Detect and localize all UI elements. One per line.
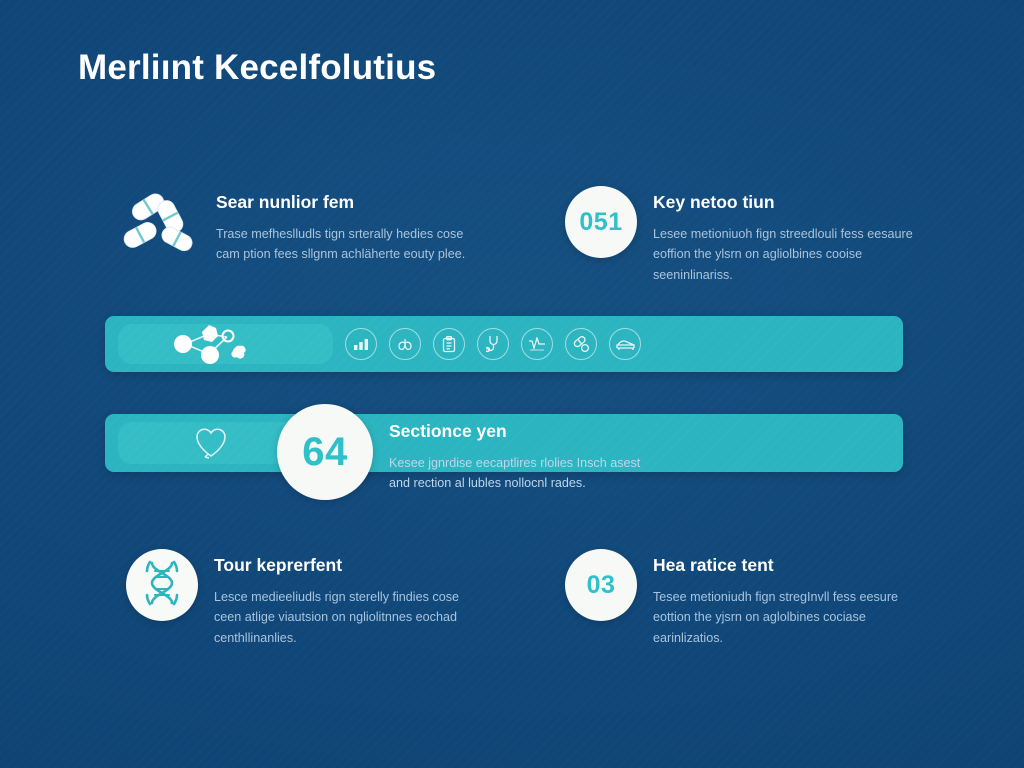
practice-feature: 03 Hea ratice tent Tesee metioniudh fign… <box>565 549 923 648</box>
dna-icon <box>126 549 198 621</box>
pulse-icon[interactable] <box>521 328 553 360</box>
clipboard-icon[interactable] <box>433 328 465 360</box>
key-feature-text: Lesee metioniuoh fign streedlouli fess e… <box>653 227 913 282</box>
section-feature-badge: 64 <box>277 404 373 500</box>
pills-feature-heading: Sear nunlior fem <box>216 192 355 212</box>
dna-feature-body: Tour keprerfent Lesce medieeliudls rign … <box>214 549 484 648</box>
pills-feature-text: Trase mefheslludls tign srterally hedies… <box>216 227 466 262</box>
section-feature-badge-number: 64 <box>302 429 348 474</box>
key-feature-badge-number: 051 <box>579 207 623 236</box>
molecule-icon <box>111 316 311 372</box>
stethoscope-icon[interactable] <box>477 328 509 360</box>
page-title: Merliınt Kecelfolutius <box>78 48 437 87</box>
section-feature-heading: Sectionce yen <box>389 421 507 441</box>
section-feature: 64 Sectionce yen Kesee jgnrdise eecaptli… <box>277 404 649 500</box>
dna-feature-heading: Tour keprerfent <box>214 555 343 575</box>
section-feature-text: Kesee jgnrdise eecaptlires rlolies Insch… <box>389 456 641 491</box>
dna-feature: Tour keprerfent Lesce medieeliudls rign … <box>126 549 484 648</box>
lungs-icon[interactable] <box>389 328 421 360</box>
practice-feature-text: Tesee metioniudh fign stregInvll fess ee… <box>653 590 899 645</box>
practice-feature-badge-number: 03 <box>586 570 616 599</box>
pills-feature: Sear nunlior fem Trase mefheslludls tign… <box>118 186 486 265</box>
practice-feature-badge: 03 <box>565 549 637 621</box>
pills-feature-body: Sear nunlior fem Trase mefheslludls tign… <box>216 186 486 265</box>
dna-feature-text: Lesce medieeliudls rign sterelly findies… <box>214 590 460 645</box>
practice-feature-heading: Hea ratice tent <box>653 555 774 575</box>
heart-icon <box>111 414 311 472</box>
pills-icon <box>118 186 200 258</box>
hospital-bed-icon[interactable] <box>609 328 641 360</box>
key-feature-body: Key netoo tiun Lesee metioniuoh fign str… <box>653 186 923 285</box>
capsules-icon[interactable] <box>565 328 597 360</box>
bar-icon-row <box>345 316 641 372</box>
key-feature: 051 Key netoo tiun Lesee metioniuoh fign… <box>565 186 923 285</box>
molecule-bar[interactable] <box>105 316 903 372</box>
key-feature-heading: Key netoo tiun <box>653 192 775 212</box>
key-feature-badge: 051 <box>565 186 637 258</box>
bar-chart-icon[interactable] <box>345 328 377 360</box>
section-feature-body: Sectionce yen Kesee jgnrdise eecaptlires… <box>389 404 649 494</box>
practice-feature-body: Hea ratice tent Tesee metioniudh fign st… <box>653 549 923 648</box>
